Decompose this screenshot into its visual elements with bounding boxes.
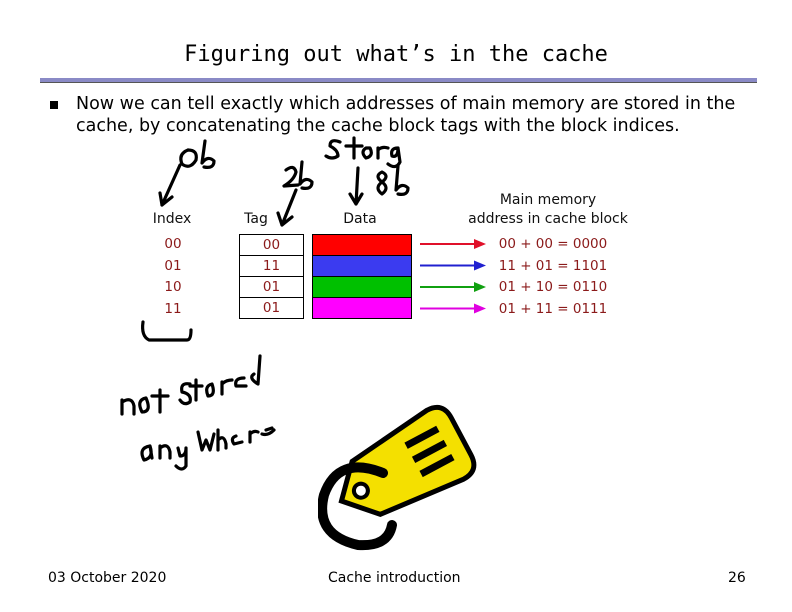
tag-cell: 01: [239, 297, 304, 319]
slide-title: Figuring out what’s in the cache: [184, 42, 608, 67]
address-cell: 01 + 10 = 0110: [498, 279, 608, 295]
tag-table: 00 11 01 01: [239, 234, 304, 319]
title-divider: [40, 78, 757, 83]
index-cell: 00: [164, 236, 182, 252]
mapping-arrow-head: [474, 282, 486, 292]
main-memory-subheader: address in cache block: [468, 211, 628, 227]
address-cell: 01 + 11 = 0111: [498, 300, 608, 317]
tag-cell: 01: [239, 276, 304, 298]
tag-cell: 11: [239, 255, 304, 277]
page-number: 26: [728, 570, 746, 586]
index-cell: 11: [164, 300, 182, 317]
data-table: [312, 234, 412, 319]
index-cell: 10: [164, 279, 182, 295]
mapping-arrow-head: [474, 239, 486, 249]
address-cell: 00 + 00 = 0000: [498, 236, 608, 252]
main-memory-header: Main memory: [499, 192, 597, 208]
footer-date: 03 October 2020: [48, 570, 167, 586]
index-column: 00 01 10 11: [152, 234, 194, 320]
index-header: Index: [152, 211, 192, 227]
mapping-arrows: [420, 239, 486, 314]
data-block-cell: [312, 276, 412, 298]
bullet-marker: [50, 101, 58, 109]
data-header: Data: [343, 211, 377, 227]
bullet-text: Now we can tell exactly which addresses …: [76, 94, 736, 136]
tag-header: Tag: [244, 211, 268, 227]
mapping-arrow-head: [474, 260, 486, 271]
tag-clipart-image: [318, 404, 477, 551]
data-block-cell: [312, 255, 412, 277]
address-cell: 11 + 01 = 1101: [498, 257, 608, 274]
footer-title: Cache introduction: [328, 570, 461, 586]
address-column: 00 + 00 = 0000 11 + 01 = 1101 01 + 10 = …: [490, 234, 616, 320]
index-cell: 01: [164, 257, 182, 274]
data-block-cell: [312, 297, 412, 319]
data-block-cell: [312, 234, 412, 256]
tag-cell: 00: [239, 234, 304, 256]
mapping-arrow-head: [474, 303, 486, 314]
